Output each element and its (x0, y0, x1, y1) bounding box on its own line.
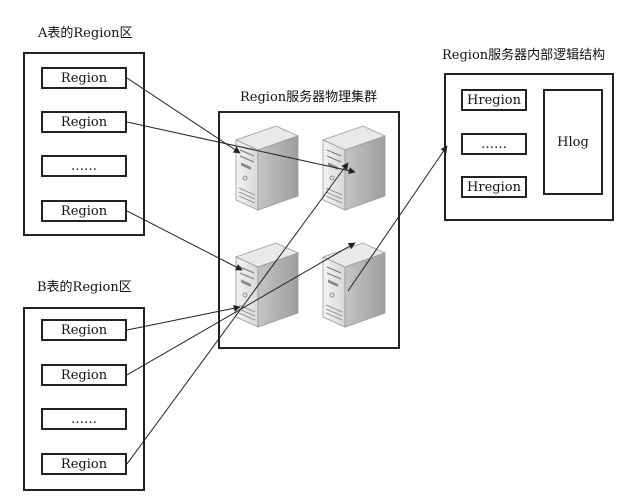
table-b-region-2: Region (41, 364, 127, 386)
hregion-1: Hregion (461, 89, 527, 111)
hregion-2: Hregion (461, 176, 527, 198)
internal-structure-title: Region服务器内部逻辑结构 (442, 48, 606, 63)
link-b4-server (126, 162, 349, 465)
hregion-ellipsis: …… (461, 133, 527, 155)
table-b-region-4: Region (41, 453, 127, 475)
table-a-title: A表的Region区 (38, 26, 133, 41)
table-a-region-4: Region (41, 200, 127, 222)
link-a2-server (126, 121, 356, 175)
table-b-region-1: Region (41, 319, 127, 341)
server-icon-top-left (235, 125, 299, 211)
table-a-region-2: Region (41, 111, 127, 133)
table-b-title: B表的Region区 (37, 280, 132, 295)
link-server-internal (347, 145, 448, 292)
server-icon-top-right (322, 125, 386, 211)
link-a1-server (126, 77, 241, 154)
table-a-region-ellipsis: …… (41, 155, 127, 177)
hlog-box: Hlog (543, 89, 603, 195)
cluster-title: Region服务器物理集群 (240, 90, 378, 105)
server-icon-bottom-left (235, 242, 299, 328)
link-a4-server (126, 210, 243, 271)
table-a-region-1: Region (41, 67, 127, 89)
table-b-region-ellipsis: …… (41, 408, 127, 430)
link-b1-server (126, 304, 241, 331)
